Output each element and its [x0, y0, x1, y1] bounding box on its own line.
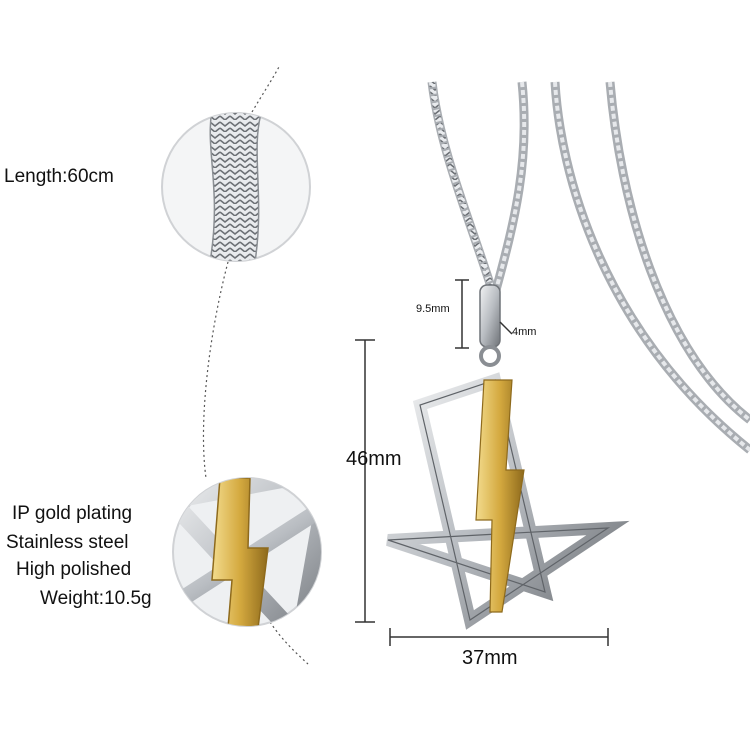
bail-height-label: 9.5mm — [416, 303, 450, 315]
material-label: Stainless steel — [6, 532, 129, 553]
necklace-chain — [427, 81, 750, 454]
chain-detail-zoom — [161, 112, 311, 262]
connector-lines — [202, 64, 309, 665]
bail-width-label: 4mm — [512, 326, 537, 338]
dimension-lines — [355, 279, 609, 646]
plating-label: IP gold plating — [12, 503, 133, 524]
pendant-detail-zoom — [172, 477, 322, 627]
finish-label: High polished — [16, 559, 132, 580]
chain-length-label: Length:60cm — [4, 166, 114, 187]
height-dimension-label: 46mm — [346, 448, 402, 470]
width-dimension-label: 37mm — [462, 647, 518, 669]
weight-label: Weight:10.5g — [40, 588, 152, 609]
pentagram-pendant — [386, 284, 630, 630]
